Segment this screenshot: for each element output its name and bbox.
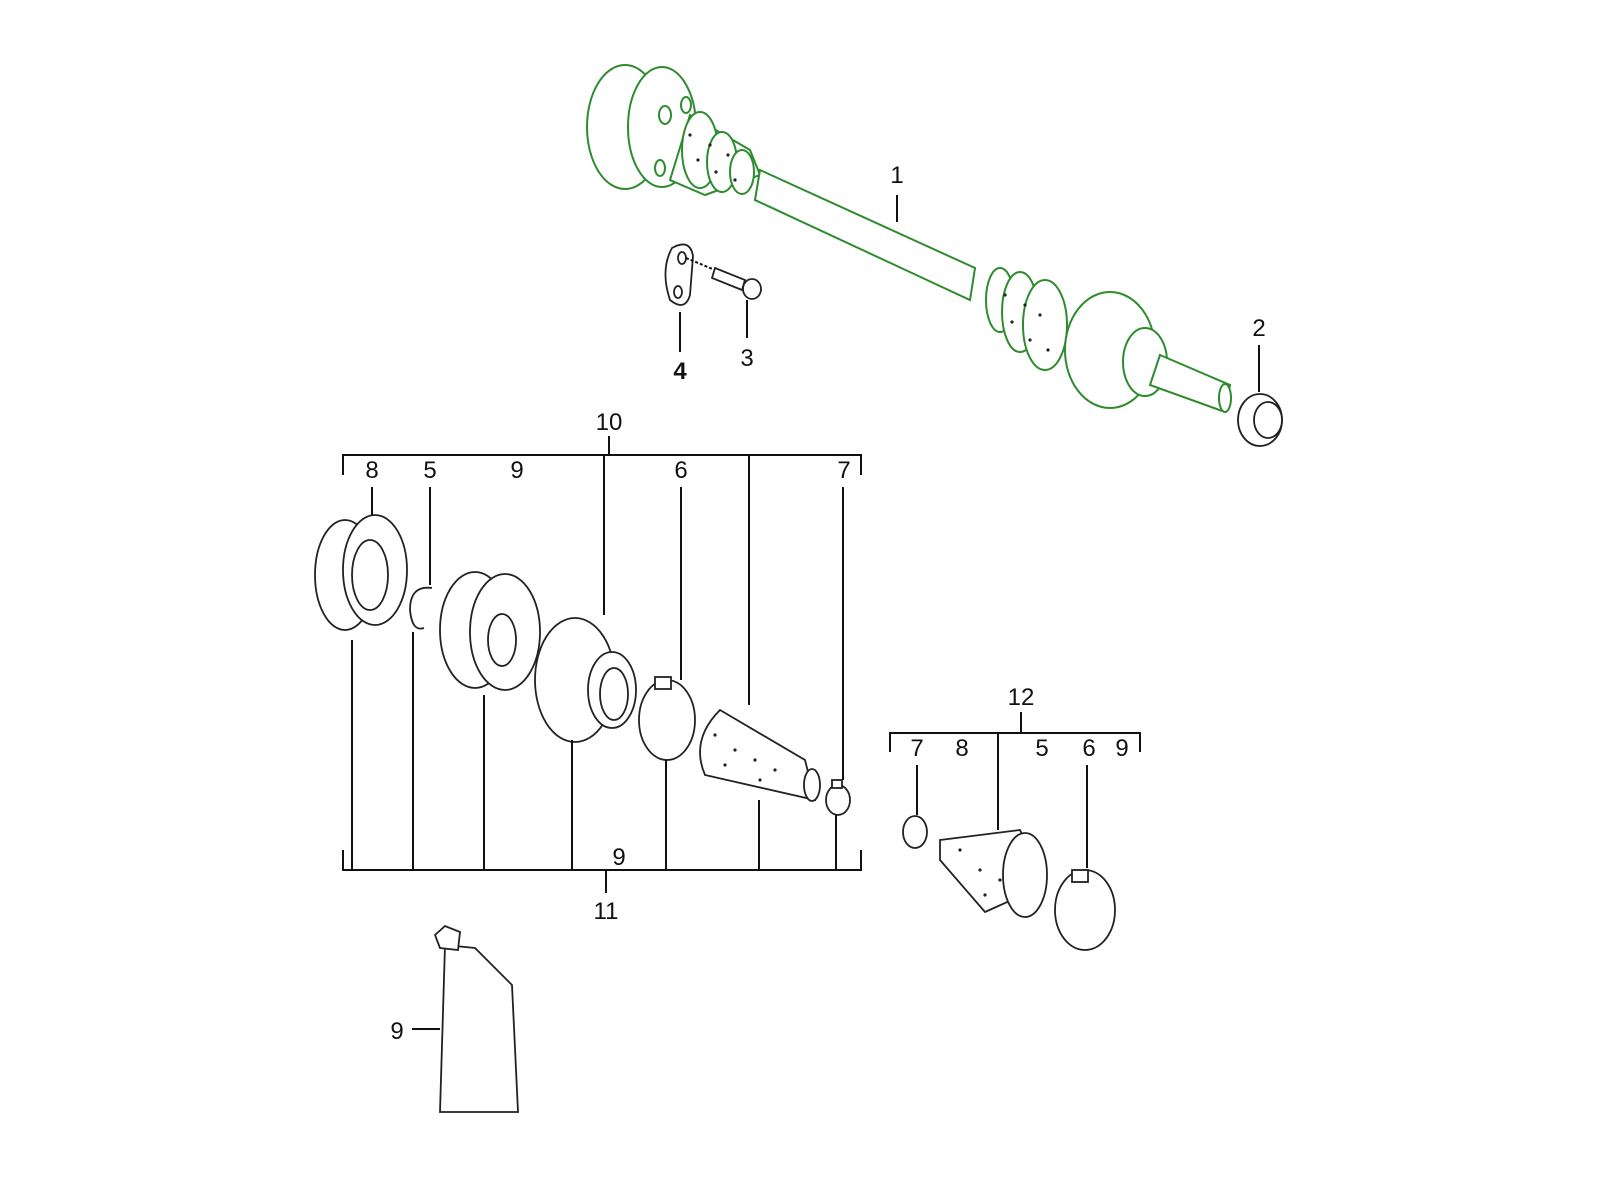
hose-clamp-small[interactable] (825, 779, 851, 816)
callout-9-tube[interactable]: 9 (390, 1018, 403, 1045)
grease-tube[interactable] (433, 924, 519, 1113)
circlip[interactable] (409, 586, 433, 630)
kit12-clamp-small[interactable] (902, 815, 928, 849)
callout-8-kit12[interactable]: 8 (955, 735, 968, 762)
callout-6[interactable]: 6 (674, 457, 687, 484)
callout-2[interactable]: 2 (1252, 315, 1265, 342)
callout-5[interactable]: 5 (423, 457, 436, 484)
cv-joint[interactable] (439, 571, 541, 691)
screw[interactable] (710, 266, 762, 300)
callout-4[interactable]: 4 (673, 358, 687, 385)
callout-6-kit12[interactable]: 6 (1082, 735, 1095, 762)
callout-10[interactable]: 10 (596, 409, 623, 436)
callout-8[interactable]: 8 (365, 457, 378, 484)
callout-9-kit11[interactable]: 9 (612, 844, 625, 871)
drive-shaft[interactable] (586, 64, 1232, 414)
assembly-line (685, 257, 716, 271)
callout-3[interactable]: 3 (740, 345, 753, 372)
callout-11[interactable]: 11 (594, 898, 619, 925)
kit12-clamp-large[interactable] (1054, 869, 1116, 951)
boot[interactable] (699, 708, 821, 802)
joint-flange[interactable] (534, 617, 637, 743)
lock-plate[interactable] (664, 243, 694, 306)
kit12-boot[interactable] (939, 829, 1048, 918)
callout-7-kit12[interactable]: 7 (910, 735, 923, 762)
leader-lines (342, 195, 1260, 1030)
joint-cover[interactable] (314, 514, 408, 631)
boot-dots (688, 133, 1050, 352)
callout-7[interactable]: 7 (837, 457, 850, 484)
callout-5-kit12[interactable]: 5 (1035, 735, 1048, 762)
callout-9-kit12[interactable]: 9 (1115, 735, 1128, 762)
collar-nut[interactable] (1237, 393, 1283, 447)
callout-9[interactable]: 9 (510, 457, 523, 484)
callout-12[interactable]: 12 (1008, 684, 1035, 711)
callout-1[interactable]: 1 (890, 162, 903, 189)
hose-clamp-large[interactable] (638, 676, 696, 761)
